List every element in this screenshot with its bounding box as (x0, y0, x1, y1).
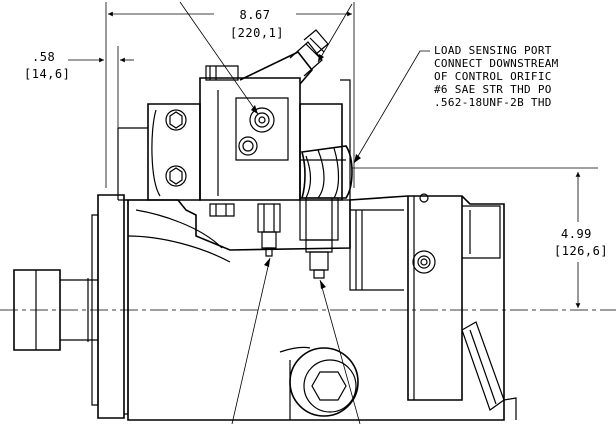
callout-line-4: #6 SAE STR THD PO (434, 83, 552, 96)
overall-width-mm: [220,1] (230, 26, 284, 40)
valve-port-upper-inner (254, 112, 270, 128)
drive-shaft (13, 269, 61, 351)
drain-plug-hex (311, 371, 347, 401)
pump-housing (13, 193, 517, 421)
leader-to-fitting (317, 3, 353, 63)
drain-boss-inner (303, 359, 357, 413)
callout-line-1: LOAD SENSING PORT (434, 44, 552, 57)
case-port-inner (417, 255, 431, 269)
valve-cap (205, 65, 239, 81)
angled-fitting-body (239, 50, 314, 85)
bottom-leaders (231, 257, 361, 425)
offset-inches: .58 (32, 50, 55, 64)
leader-left-fitting (231, 257, 271, 425)
callout-line-2: CONNECT DOWNSTREAM (434, 57, 559, 70)
callout-line-3: OF CONTROL ORIFIC (434, 70, 552, 83)
gauge-port-right (299, 197, 339, 279)
dimension-left-offset: .58 [14,6] (24, 46, 134, 190)
bottom-bolt-outer (165, 165, 187, 187)
ls-port-face (300, 145, 353, 199)
load-sensing-callout: LOAD SENSING PORT CONNECT DOWNSTREAM OF … (353, 44, 559, 164)
top-bolt-outer (165, 109, 187, 131)
dimension-overall-width: 8.67 [220,1] (105, 2, 355, 188)
control-valve-block (117, 29, 353, 279)
valve-port-lower-outer (238, 136, 258, 156)
callout-leader (353, 50, 430, 164)
leader-right-fitting (319, 279, 361, 425)
drain-boss-outer (289, 347, 359, 417)
gauge-port-left (209, 203, 281, 257)
dimension-height: 4.99 [126,6] (352, 167, 608, 308)
leader-to-valve (179, 1, 259, 115)
mounting-flange (97, 194, 125, 419)
case-port-outer (412, 250, 436, 274)
valve-port-lower-inner (242, 140, 254, 152)
valve-port-upper-outer (249, 107, 275, 133)
offset-mm: [14,6] (24, 67, 70, 81)
angled-fitting-nut (289, 41, 323, 77)
valve-body (199, 77, 301, 201)
height-mm: [126,6] (554, 244, 608, 258)
main-body (127, 195, 505, 421)
rear-cover (407, 196, 463, 401)
callout-line-5: .562-18UNF-2B THD (434, 96, 552, 109)
height-inches: 4.99 (561, 227, 592, 241)
overall-width-inches: 8.67 (240, 8, 271, 22)
top-bolt-hex (169, 111, 183, 129)
bottom-bolt-hex (169, 167, 183, 185)
